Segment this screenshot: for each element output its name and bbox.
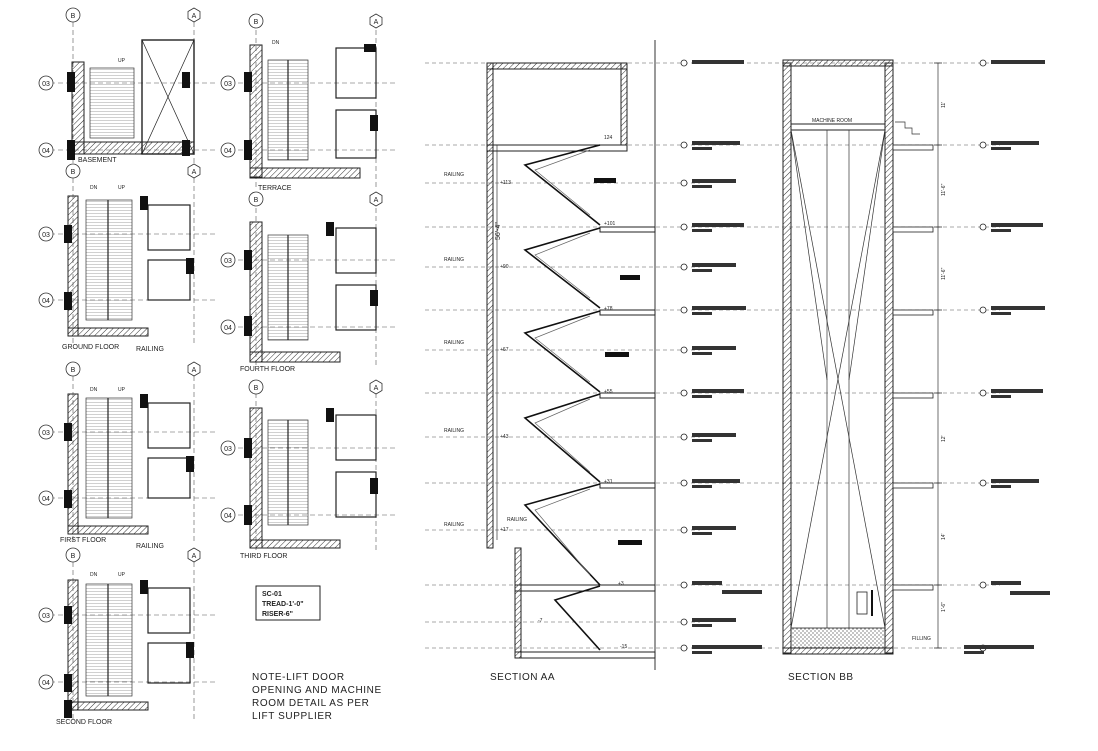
plan-fourth-title: FOURTH FLOOR bbox=[240, 366, 295, 373]
note-line-1: NOTE-LIFT DOOR bbox=[252, 672, 345, 683]
level-label: -7 bbox=[538, 618, 543, 624]
grid-a-label: A bbox=[374, 19, 379, 26]
level-top: 124 bbox=[604, 135, 613, 141]
machine-room-label: MACHINE ROOM bbox=[812, 118, 852, 124]
level-label: +67 bbox=[500, 347, 509, 353]
plan-second-title: SECOND FLOOR bbox=[56, 719, 112, 726]
level-label: +55 bbox=[604, 389, 613, 395]
height-dim: 14' bbox=[941, 533, 947, 540]
fill-label: FILLING bbox=[912, 636, 931, 642]
section-bb: MACHINE ROOM bbox=[782, 59, 1050, 683]
level-label: +78 bbox=[604, 306, 613, 312]
tread-box-tread: TREAD-1'-0" bbox=[262, 601, 304, 608]
section-aa-caption: SECTION AA bbox=[490, 672, 555, 683]
plan-terrace: B A 03 04 DN TERRACE bbox=[220, 13, 398, 192]
dn-label: DN bbox=[90, 387, 98, 393]
railing-label: RAILING bbox=[444, 428, 464, 434]
grid-b-label: B bbox=[71, 553, 76, 560]
height-dim: 11' bbox=[941, 102, 947, 108]
grid-4-label: 04 bbox=[42, 496, 50, 503]
tread-box-code: SC-01 bbox=[262, 591, 282, 598]
plan-third-title: THIRD FLOOR bbox=[240, 553, 287, 560]
grid-3-label: 03 bbox=[42, 81, 50, 88]
dn-label: DN bbox=[272, 40, 280, 46]
up-label: UP bbox=[118, 185, 126, 191]
grid-4-label: 04 bbox=[42, 680, 50, 687]
grid-b-label: B bbox=[254, 19, 259, 26]
grid-b-label: B bbox=[254, 385, 259, 392]
height-dim: 12' bbox=[941, 435, 947, 442]
railing-label: RAILING bbox=[444, 172, 464, 178]
level-label: +17 bbox=[500, 527, 509, 533]
overall-height-dim: 56'-4" bbox=[495, 222, 502, 240]
grid-3-label: 03 bbox=[224, 258, 232, 265]
tread-box-riser: RISER-6" bbox=[262, 611, 293, 618]
railing-label: RAILING bbox=[136, 543, 164, 550]
level-label: +43 bbox=[500, 434, 509, 440]
grid-a-label: A bbox=[374, 197, 379, 204]
grid-4-label: 04 bbox=[224, 513, 232, 520]
dn-label: DN bbox=[90, 572, 98, 578]
railing-label: RAILING bbox=[444, 522, 464, 528]
grid-b-label: B bbox=[71, 13, 76, 20]
plan-first: B A 03 04 DN UP FIRST FLOOR RAILING bbox=[38, 361, 215, 550]
height-dim: 11'-6" bbox=[941, 183, 947, 196]
grid-a-label: A bbox=[374, 385, 379, 392]
railing-label: RAILING bbox=[136, 346, 164, 353]
lift-note: NOTE-LIFT DOOR OPENING AND MACHINE ROOM … bbox=[252, 672, 382, 722]
level-label: +90 bbox=[500, 264, 509, 270]
railing-label: RAILING bbox=[507, 517, 527, 523]
grid-3-label: 03 bbox=[42, 613, 50, 620]
grid-a-label: A bbox=[192, 169, 197, 176]
note-line-4: LIFT SUPPLIER bbox=[252, 711, 332, 722]
level-label: -15 bbox=[620, 644, 627, 650]
note-line-2: OPENING AND MACHINE bbox=[252, 685, 382, 696]
railing-label: RAILING bbox=[444, 340, 464, 346]
grid-4-label: 04 bbox=[42, 148, 50, 155]
plan-fourth: B A 03 04 FOURTH FLOOR bbox=[220, 191, 398, 373]
grid-a-label: A bbox=[192, 13, 197, 20]
railing-label: RAILING bbox=[444, 257, 464, 263]
plan-ground-title: GROUND FLOOR bbox=[62, 344, 119, 351]
grid-a-label: A bbox=[192, 553, 197, 560]
level-label: +113 bbox=[500, 180, 511, 186]
level-label: +3 bbox=[618, 581, 624, 587]
grid-b-label: B bbox=[254, 197, 259, 204]
up-label: UP bbox=[118, 572, 126, 578]
grid-3-label: 03 bbox=[42, 430, 50, 437]
up-label: UP bbox=[118, 387, 126, 393]
grid-b-label: B bbox=[71, 169, 76, 176]
plan-first-title: FIRST FLOOR bbox=[60, 537, 106, 544]
height-dim: 1'-6" bbox=[941, 602, 947, 612]
plan-basement: B A 03 04 UP BASEMENT bbox=[38, 7, 215, 170]
grid-4-label: 04 bbox=[224, 148, 232, 155]
note-line-3: ROOM DETAIL AS PER bbox=[252, 698, 370, 709]
plan-group: B A 03 04 UP BASEMENT bbox=[38, 7, 398, 726]
plan-ground: B A 03 04 DN UP GROUND FLOOR RAILING bbox=[38, 163, 215, 353]
up-label: UP bbox=[118, 58, 126, 64]
grid-3-label: 03 bbox=[224, 446, 232, 453]
plan-basement-title: BASEMENT bbox=[78, 157, 117, 164]
plan-terrace-title: TERRACE bbox=[258, 185, 292, 192]
grid-b-label: B bbox=[71, 367, 76, 374]
level-label: +31 bbox=[604, 479, 613, 485]
plan-third: B A 03 04 THIRD FLOOR bbox=[220, 379, 398, 560]
grid-4-label: 04 bbox=[224, 325, 232, 332]
level-label: +101 bbox=[604, 221, 615, 227]
tread-riser-box: SC-01 TREAD-1'-0" RISER-6" bbox=[255, 585, 321, 621]
grid-a-label: A bbox=[192, 367, 197, 374]
dn-label: DN bbox=[90, 185, 98, 191]
grid-4-label: 04 bbox=[42, 298, 50, 305]
height-dim: 11'-6" bbox=[941, 267, 947, 280]
grid-3-label: 03 bbox=[224, 81, 232, 88]
grid-3-label: 03 bbox=[42, 232, 50, 239]
plan-second: B A 03 04 DN UP SECOND FLOOR bbox=[38, 547, 215, 726]
section-bb-caption: SECTION BB bbox=[788, 672, 854, 683]
